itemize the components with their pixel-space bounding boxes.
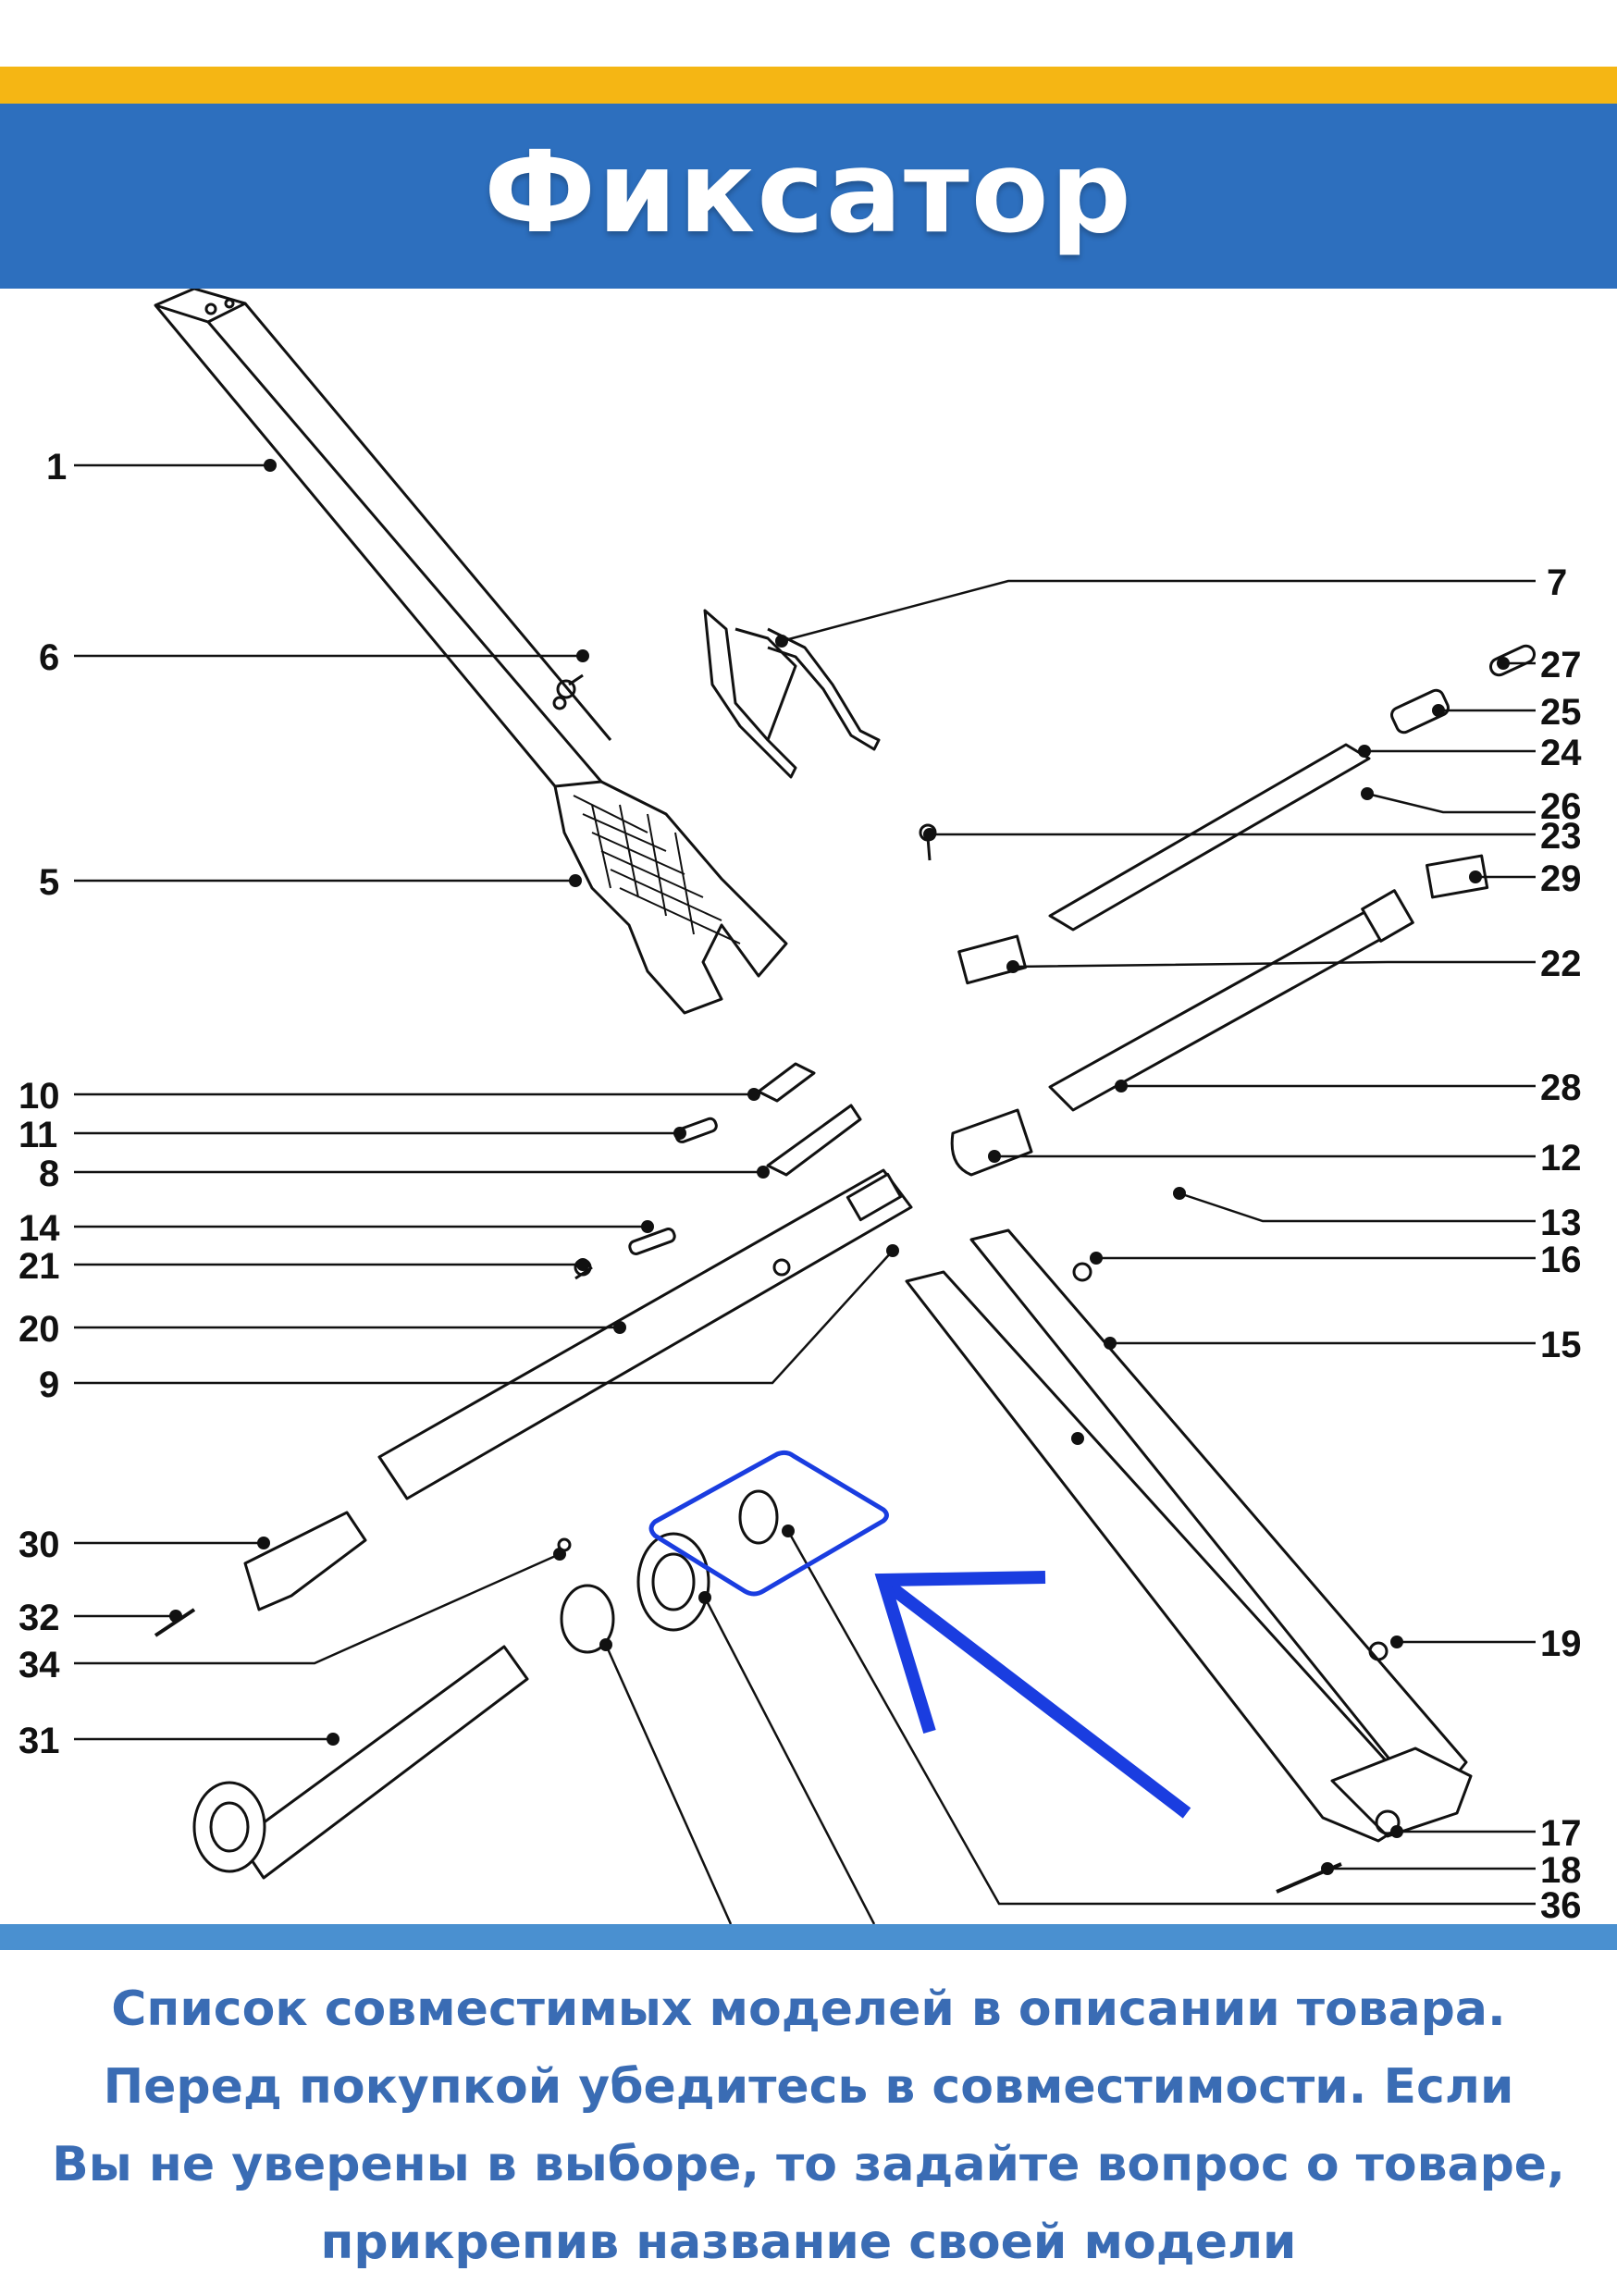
note-line-2: Перед покупкой убедитесь в совместимости… (103, 2059, 1514, 2115)
label-30: 30 (19, 1524, 60, 1565)
part-16-screw (1072, 1262, 1092, 1282)
part-20-tube (377, 1168, 913, 1500)
label-6: 6 (39, 637, 59, 678)
highlight-outline (648, 1450, 889, 1597)
label-18: 18 (1540, 1850, 1582, 1891)
label-27: 27 (1540, 645, 1582, 685)
label-34: 34 (19, 1645, 60, 1685)
label-23: 23 (1540, 816, 1582, 857)
footer-divider-band (0, 1924, 1617, 1950)
part-12-end-cap (950, 1108, 1033, 1177)
part-17-end-fitting (1330, 1747, 1473, 1838)
label-21: 21 (19, 1246, 60, 1287)
part-27-pin (1488, 644, 1537, 677)
diagram-svg: 1 6 5 10 11 8 14 21 20 9 30 32 34 31 7 2… (19, 287, 1582, 1926)
part-30-buckle (243, 1511, 367, 1611)
label-16: 16 (1540, 1240, 1582, 1280)
label-22: 22 (1540, 944, 1582, 984)
label-13: 13 (1540, 1203, 1582, 1243)
part-22-block (957, 934, 1028, 985)
part-6-screw (552, 673, 584, 710)
label-5: 5 (39, 862, 59, 903)
leader-lines (74, 463, 1536, 1925)
part-5-fork-bracket (553, 780, 788, 1015)
part-10-clamp (757, 1062, 816, 1103)
label-12: 12 (1540, 1138, 1582, 1179)
part-8-bracket (766, 1104, 862, 1177)
label-25: 25 (1540, 692, 1582, 733)
label-20: 20 (19, 1309, 60, 1350)
part-24-tube (1048, 743, 1371, 932)
part-32-bolt (154, 1608, 196, 1637)
leader-dots (169, 459, 1510, 1875)
label-15: 15 (1540, 1325, 1582, 1365)
label-1: 1 (46, 447, 67, 488)
compatibility-note: Список совместимых моделей в описании то… (37, 1970, 1580, 2281)
part-7-bracket (703, 609, 881, 779)
part-29-clip (1426, 854, 1489, 899)
part-labels: 1 6 5 10 11 8 14 21 20 9 30 32 34 31 7 2… (19, 447, 1582, 1926)
part-34-washer (557, 1537, 615, 1654)
label-29: 29 (1540, 858, 1582, 899)
part-28-tube (1048, 889, 1414, 1112)
part-1-upper-tube (154, 287, 612, 787)
label-11: 11 (19, 1115, 57, 1155)
note-line-3: Вы не уверены в выборе, то задайте вопро… (52, 2137, 1565, 2192)
note-line-1: Список совместимых моделей в описании то… (111, 1981, 1506, 2037)
page-title: Фиксатор (484, 127, 1133, 258)
label-14: 14 (19, 1208, 60, 1249)
label-19: 19 (1540, 1623, 1582, 1664)
label-28: 28 (1540, 1068, 1582, 1108)
label-24: 24 (1540, 733, 1582, 773)
pointer-arrow (874, 1571, 1191, 1819)
header-banner (0, 104, 1617, 289)
label-10: 10 (19, 1076, 60, 1117)
exploded-parts-diagram: 1 6 5 10 11 8 14 21 20 9 30 32 34 31 7 2… (0, 287, 1617, 1926)
part-19-screw (1368, 1641, 1389, 1661)
label-17: 17 (1540, 1813, 1582, 1854)
label-26: 26 (1540, 786, 1582, 827)
label-31: 31 (19, 1721, 60, 1761)
label-36: 36 (1540, 1885, 1582, 1924)
wheel (636, 1489, 779, 1632)
part-31-axle-tube (192, 1645, 529, 1880)
part-14-pin (628, 1228, 676, 1255)
part-15-rail (905, 1228, 1468, 1843)
yellow-accent-band (0, 67, 1617, 104)
label-8: 8 (39, 1154, 59, 1194)
label-7: 7 (1547, 562, 1567, 603)
top-strip (0, 0, 1617, 67)
label-32: 32 (19, 1598, 60, 1638)
label-9: 9 (39, 1364, 59, 1405)
part-25-cap (1390, 688, 1450, 734)
note-line-4: прикрепив название своей модели (320, 2215, 1297, 2270)
